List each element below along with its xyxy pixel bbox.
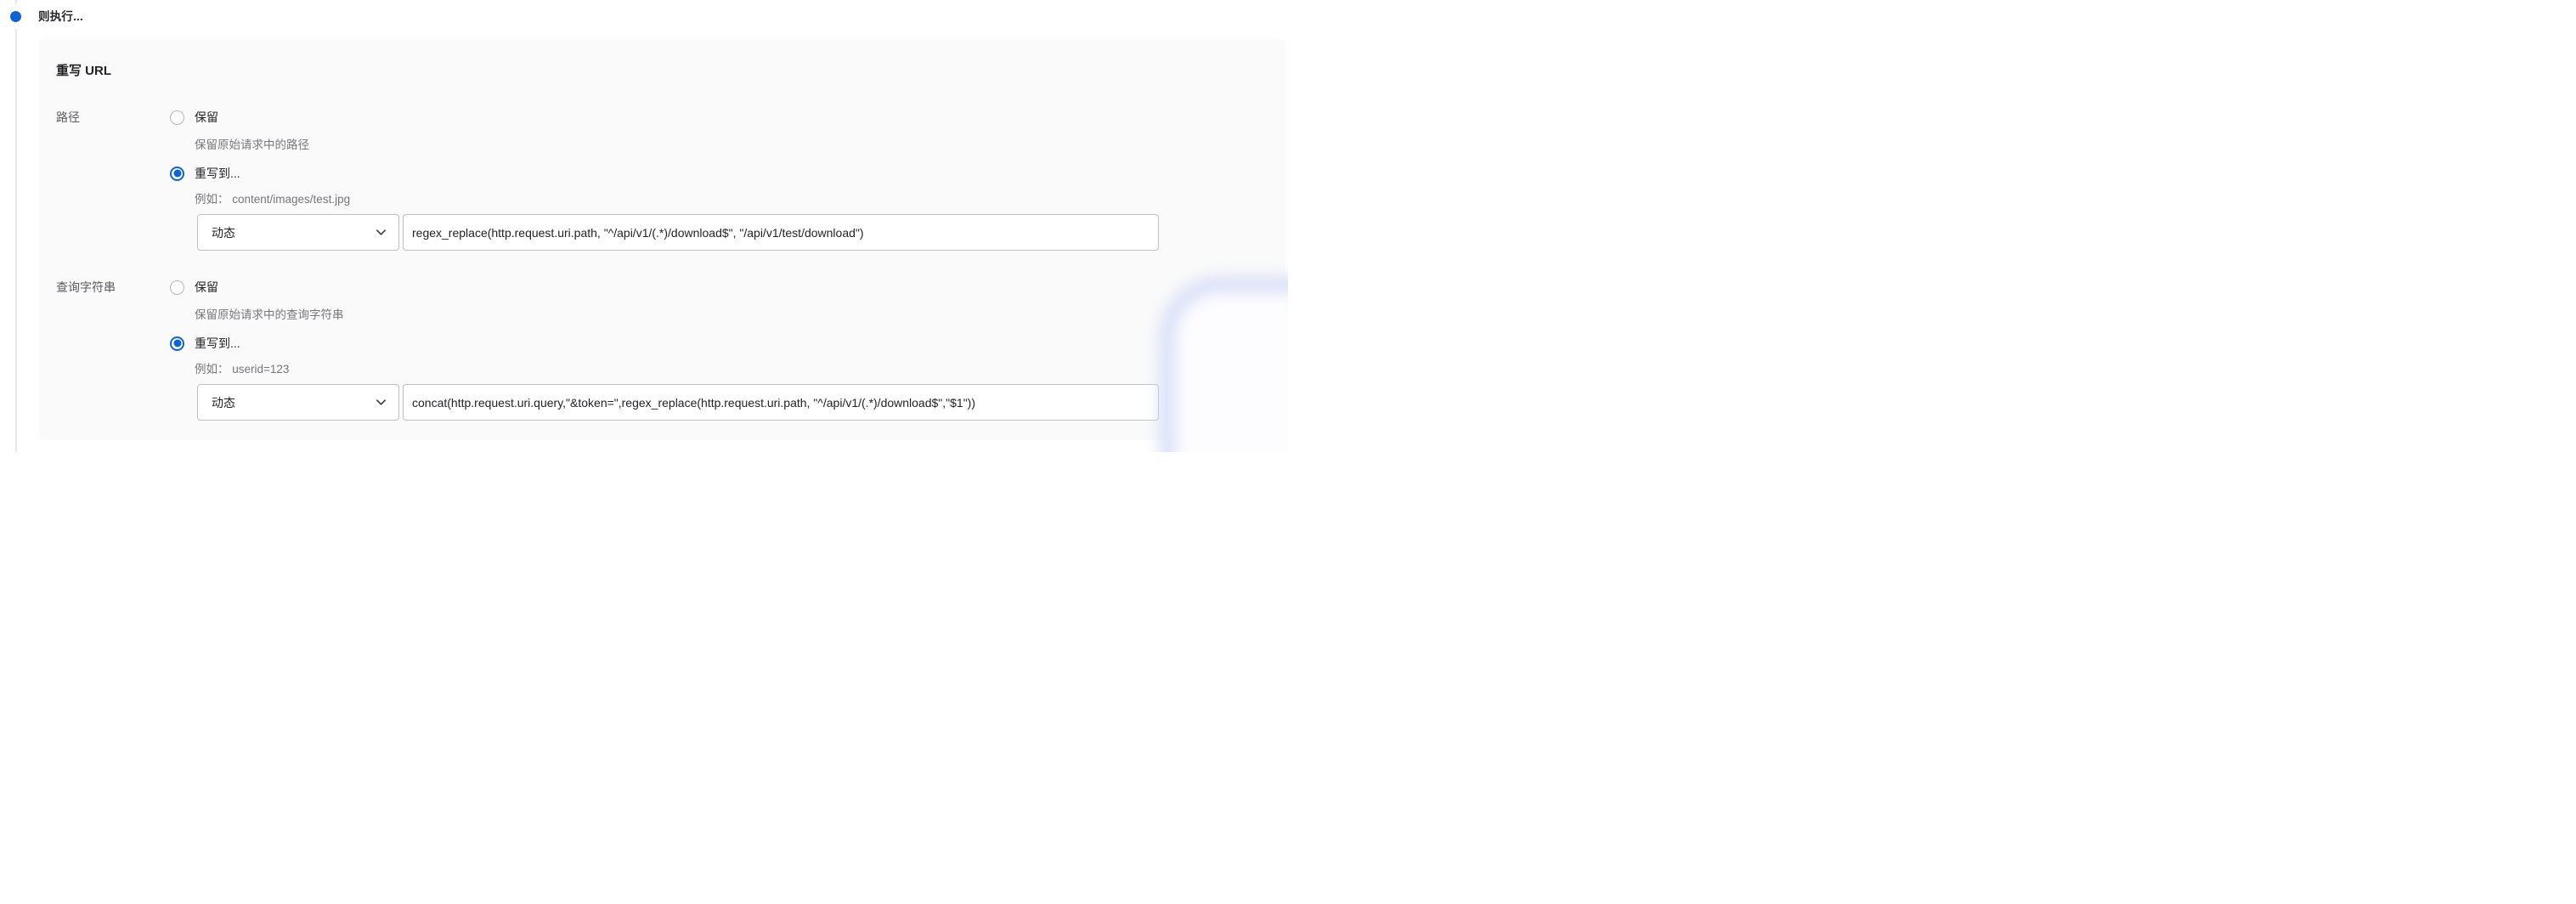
query-field-label: 查询字符串	[56, 280, 116, 294]
query-section: 查询字符串 保留 保留原始请求中的查询字符串 重写到... 例如： userid…	[56, 280, 1268, 421]
timeline-bullet-icon	[10, 11, 21, 22]
query-keep-radio[interactable]	[170, 280, 184, 295]
path-type-select[interactable]: 动态	[197, 214, 399, 251]
query-expression-input[interactable]	[403, 384, 1159, 421]
timeline-line-top	[15, 0, 17, 4]
query-type-select[interactable]: 动态	[197, 384, 399, 421]
path-type-select-value: 动态	[212, 225, 235, 240]
radio-dot	[173, 169, 181, 178]
query-rewrite-radio[interactable]	[170, 336, 184, 351]
path-keep-option[interactable]: 保留	[170, 110, 1268, 125]
timeline-line	[15, 29, 17, 452]
path-rewrite-radio[interactable]	[170, 166, 184, 181]
radio-dot	[173, 339, 181, 347]
path-section: 路径 保留 保留原始请求中的路径 重写到... 例如： content/imag…	[56, 110, 1268, 251]
then-execute-label: 则执行...	[38, 10, 83, 23]
query-type-select-value: 动态	[212, 395, 235, 410]
path-keep-description: 保留原始请求中的路径	[195, 138, 309, 151]
chevron-down-icon	[376, 229, 387, 235]
path-rewrite-label[interactable]: 重写到...	[195, 166, 240, 180]
query-rewrite-controls: 动态	[197, 384, 1268, 421]
path-rewrite-controls: 动态	[197, 214, 1268, 251]
query-rewrite-label[interactable]: 重写到...	[195, 336, 240, 350]
path-rewrite-option[interactable]: 重写到...	[170, 166, 1268, 181]
query-rewrite-option[interactable]: 重写到...	[170, 336, 1268, 351]
path-expression-input[interactable]	[403, 214, 1159, 251]
path-field-label: 路径	[56, 110, 80, 124]
rewrite-url-card: 重写 URL 路径 保留 保留原始请求中的路径 重写到... 例如： conte…	[39, 39, 1285, 440]
query-keep-label[interactable]: 保留	[195, 280, 218, 294]
rule-then-panel: 则执行... 重写 URL 路径 保留 保留原始请求中的路径 重写到... 例如…	[0, 0, 1288, 452]
query-field-content: 保留 保留原始请求中的查询字符串 重写到... 例如： userid=123 动…	[170, 280, 1268, 421]
query-keep-option[interactable]: 保留	[170, 280, 1268, 295]
card-title: 重写 URL	[56, 64, 111, 78]
query-keep-description: 保留原始请求中的查询字符串	[195, 308, 344, 321]
path-keep-label[interactable]: 保留	[195, 110, 218, 124]
path-rewrite-hint: 例如： content/images/test.jpg	[195, 192, 351, 206]
path-keep-radio[interactable]	[170, 110, 184, 125]
path-field-content: 保留 保留原始请求中的路径 重写到... 例如： content/images/…	[170, 110, 1268, 251]
query-rewrite-hint: 例如： userid=123	[195, 362, 290, 376]
chevron-down-icon	[376, 399, 387, 405]
